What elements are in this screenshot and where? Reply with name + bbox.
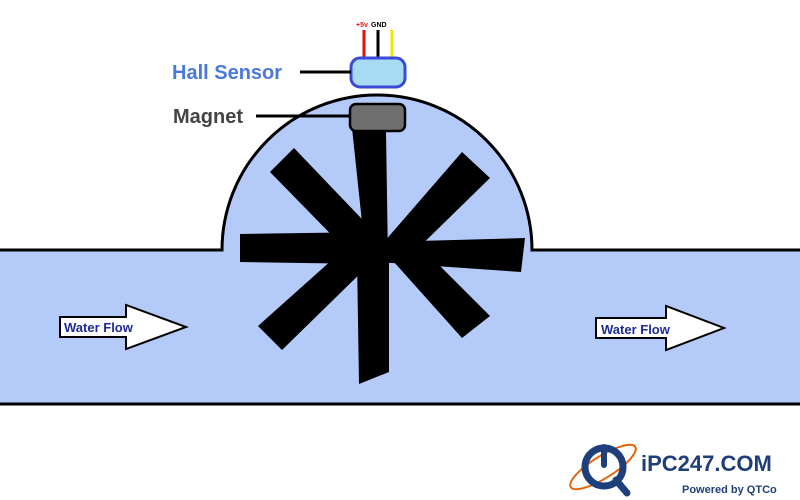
hall-sensor-label: Hall Sensor [172,62,282,84]
arrow-right-icon [59,303,189,351]
sensor-wires [362,30,394,58]
water-flow-arrow-right: Water Flow [595,304,727,352]
water-flow-arrow-left: Water Flow [59,303,189,351]
water-flow-right-label: Water Flow [601,322,671,337]
logo-name: iPC247.COM [641,451,772,476]
magnet-icon [348,102,407,133]
wire-vcc-label: +5v [356,22,368,29]
q-power-logo-icon [569,443,637,497]
wire-gnd-label: GND [371,22,387,29]
hall-sensor-icon [349,56,407,89]
water-flow-left-label: Water Flow [64,320,134,335]
logo-tagline: Powered by QTCo [682,484,777,496]
arrow-right-icon [595,304,727,352]
pipe-top-outline [0,93,800,252]
ipc247-logo: iPC247.COM Powered by QTCo [569,443,777,497]
impeller-icon [240,128,525,384]
magnet-label: Magnet [173,106,243,128]
